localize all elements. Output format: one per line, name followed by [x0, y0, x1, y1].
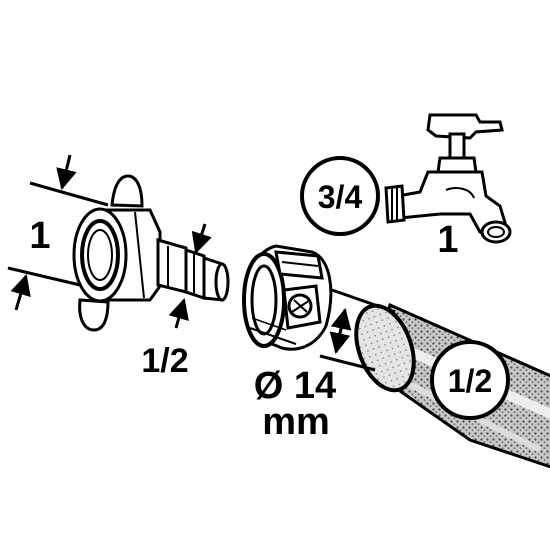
- clamp-diameter-label: Ø 14: [254, 365, 336, 407]
- faucet-icon: [384, 113, 512, 244]
- faucet-circle-label: 3/4: [318, 179, 363, 215]
- faucet-size-circle: 3/4: [300, 156, 380, 236]
- hose-size-circle: 1/2: [430, 340, 510, 420]
- fitting-tail-dimension: [168, 223, 212, 329]
- faucet-thread-label: 1: [437, 219, 458, 261]
- hose-tail-fitting-icon: [72, 174, 230, 332]
- hose-diameter-dimension: [319, 288, 396, 372]
- fitting-thread-dimension: [7, 154, 109, 311]
- fitting-hose-label: 1/2: [141, 342, 188, 380]
- fitting-thread-label: 1: [29, 215, 50, 257]
- hose-circle-label: 1/2: [448, 363, 492, 399]
- hose-clamp-icon: [242, 244, 333, 351]
- clamp-unit-label: mm: [262, 401, 330, 443]
